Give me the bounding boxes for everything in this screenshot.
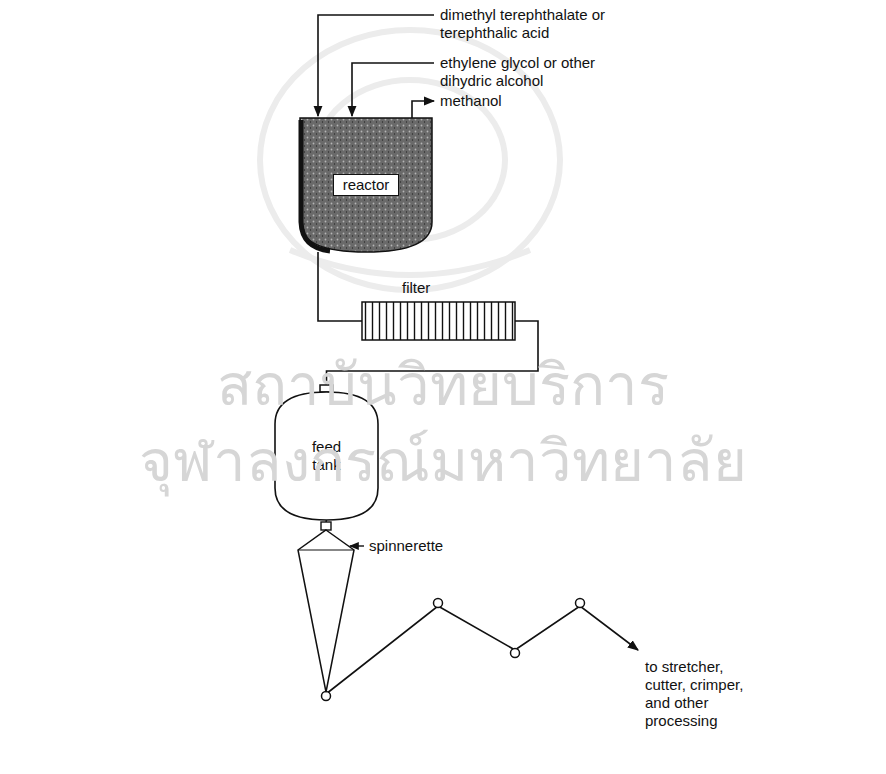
input-label: dimethyl terephthalate or terephthalic a… bbox=[440, 6, 618, 42]
pipe-connector bbox=[318, 252, 362, 321]
reactor-vessel: reactor bbox=[300, 118, 432, 252]
spinnerette-outline bbox=[297, 522, 355, 694]
leader-line bbox=[350, 545, 364, 546]
feed-line bbox=[352, 63, 434, 116]
node-heading: spinnerette bbox=[369, 537, 443, 555]
vent-line bbox=[412, 101, 434, 118]
watermark: สถาบันวิทยบริการ bbox=[217, 352, 669, 418]
output-label: methanol bbox=[440, 92, 560, 110]
filter-unit-outline bbox=[362, 302, 515, 340]
watermark: จุฬาลงกรณ์มหาวิทยาลัย bbox=[139, 428, 747, 494]
destination-label: to stretcher, cutter, crimper, and other… bbox=[645, 658, 763, 730]
node-label: reactor bbox=[333, 174, 400, 196]
roller bbox=[322, 599, 585, 701]
input-label: ethylene glycol or other dihydric alcoho… bbox=[440, 54, 618, 90]
filter-unit: filter bbox=[362, 302, 515, 340]
fiber-line bbox=[326, 606, 638, 694]
node-heading: filter bbox=[402, 279, 430, 297]
spinnerette: spinnerette bbox=[297, 522, 355, 694]
